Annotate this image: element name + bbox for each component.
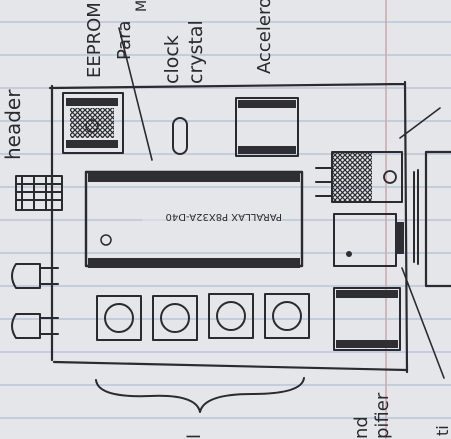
label-bottom-left: l	[184, 434, 205, 439]
label-eeprom: EEPROM	[84, 2, 105, 78]
label-accelerometer: Accelero	[254, 0, 275, 74]
label-chip-marking: PARALLAX P8X32A-D40	[166, 211, 282, 222]
label-right-edge: ti	[433, 425, 451, 436]
label-parallax-line2: M	[134, 0, 150, 12]
label-bottom-right-1: nd	[351, 416, 372, 439]
label-clock: clock	[161, 35, 183, 84]
label-header: header	[1, 89, 25, 160]
label-parallax: Para	[114, 20, 135, 60]
label-crystal: crystal	[185, 20, 207, 84]
eeprom-chip	[63, 93, 123, 153]
label-bottom-right-2: pifier	[372, 392, 393, 439]
